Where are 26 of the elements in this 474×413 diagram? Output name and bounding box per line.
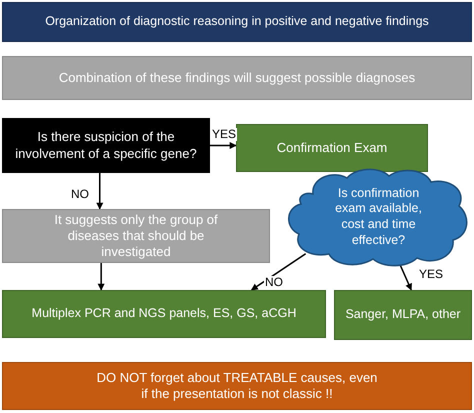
arrow [210, 142, 237, 149]
edge-label: YES [211, 128, 238, 142]
box-text: Combination of these findings will suggest possible diagnoses [58, 70, 416, 86]
warning-box [2, 362, 472, 410]
decision-box [2, 118, 210, 173]
process-box [334, 290, 472, 340]
box-text: It suggests only the group of diseases that should be investigated [53, 212, 219, 260]
process-box [2, 290, 326, 338]
box-text: Organization of diagnostic reasoning in positive and negative findings [45, 14, 429, 30]
edge-label: NO [70, 188, 90, 202]
box-text: Sanger, MLPA, other [345, 307, 461, 323]
process-box [236, 124, 428, 172]
box-text: Is confirmation exam available, cost and time effective? [334, 186, 423, 248]
arrow [98, 263, 105, 291]
edge-label: NO [264, 276, 284, 290]
edge-label: YES [418, 268, 444, 282]
box-text: Multiplex PCR and NGS panels, ES, GS, aCGH [32, 306, 296, 322]
box-text: Confirmation Exam [276, 140, 388, 156]
arrow [250, 253, 306, 291]
box-text: DO NOT forget about TREATABLE causes, even if the presentation is not classic !! [96, 370, 378, 402]
title-box [2, 2, 472, 42]
process-box [2, 209, 270, 263]
box-text: Is there suspicion of the involvement of a specific gene? [14, 129, 198, 162]
arrow [96, 173, 104, 210]
arrow [400, 264, 412, 291]
process-box [2, 56, 472, 100]
